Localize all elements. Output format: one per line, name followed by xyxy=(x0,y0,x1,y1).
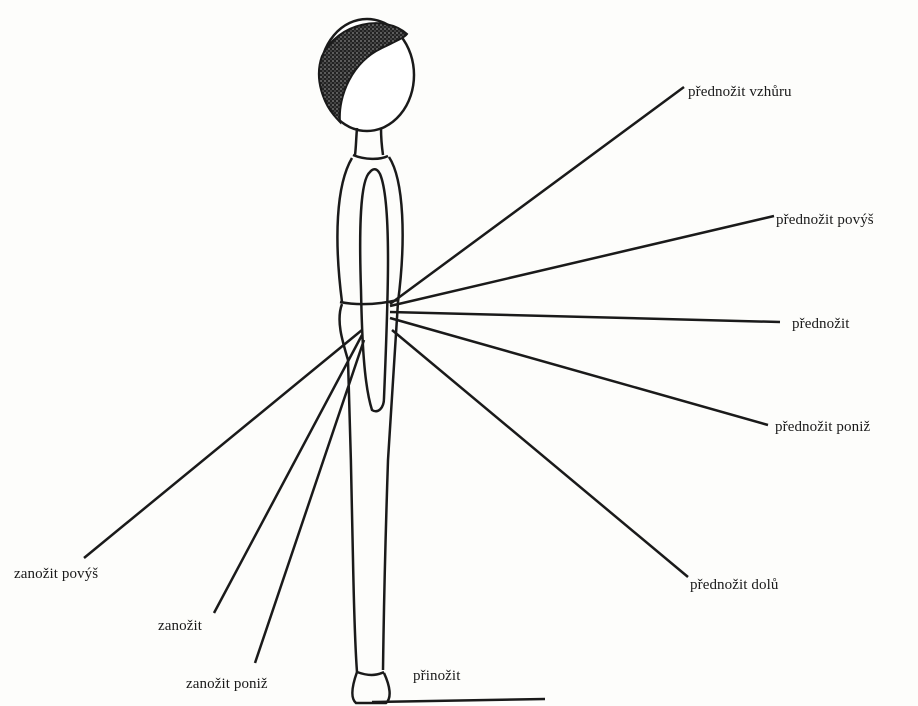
label-zanozit: zanožit xyxy=(158,618,202,635)
direction-rays xyxy=(84,87,780,702)
ray-prinozit xyxy=(372,699,545,702)
label-prednozit-poniz: přednožit poniž xyxy=(775,419,870,436)
ray-prednozit-dolu xyxy=(392,330,688,577)
label-prednozit-povys: přednožit povýš xyxy=(776,212,874,229)
ray-zanozit-poniz xyxy=(255,340,364,663)
label-prednozit-dolu: přednožit dolů xyxy=(690,577,778,594)
neck xyxy=(353,128,388,159)
torso xyxy=(337,157,402,304)
label-zanozit-poniz: zanožit poniž xyxy=(186,676,268,693)
label-zanozit-povys: zanožit povýš xyxy=(14,566,98,583)
label-prednozit-vzhuru: přednožit vzhůru xyxy=(688,84,792,101)
arm xyxy=(360,169,388,411)
ray-zanozit xyxy=(214,335,362,613)
ray-zanozit-povys xyxy=(84,330,362,558)
foot xyxy=(352,672,389,703)
head xyxy=(319,19,414,131)
label-prednozit: přednožit xyxy=(792,316,850,333)
ray-prednozit-poniz xyxy=(390,318,768,425)
label-prinozit: přinožit xyxy=(413,668,460,685)
ray-prednozit xyxy=(390,312,780,322)
